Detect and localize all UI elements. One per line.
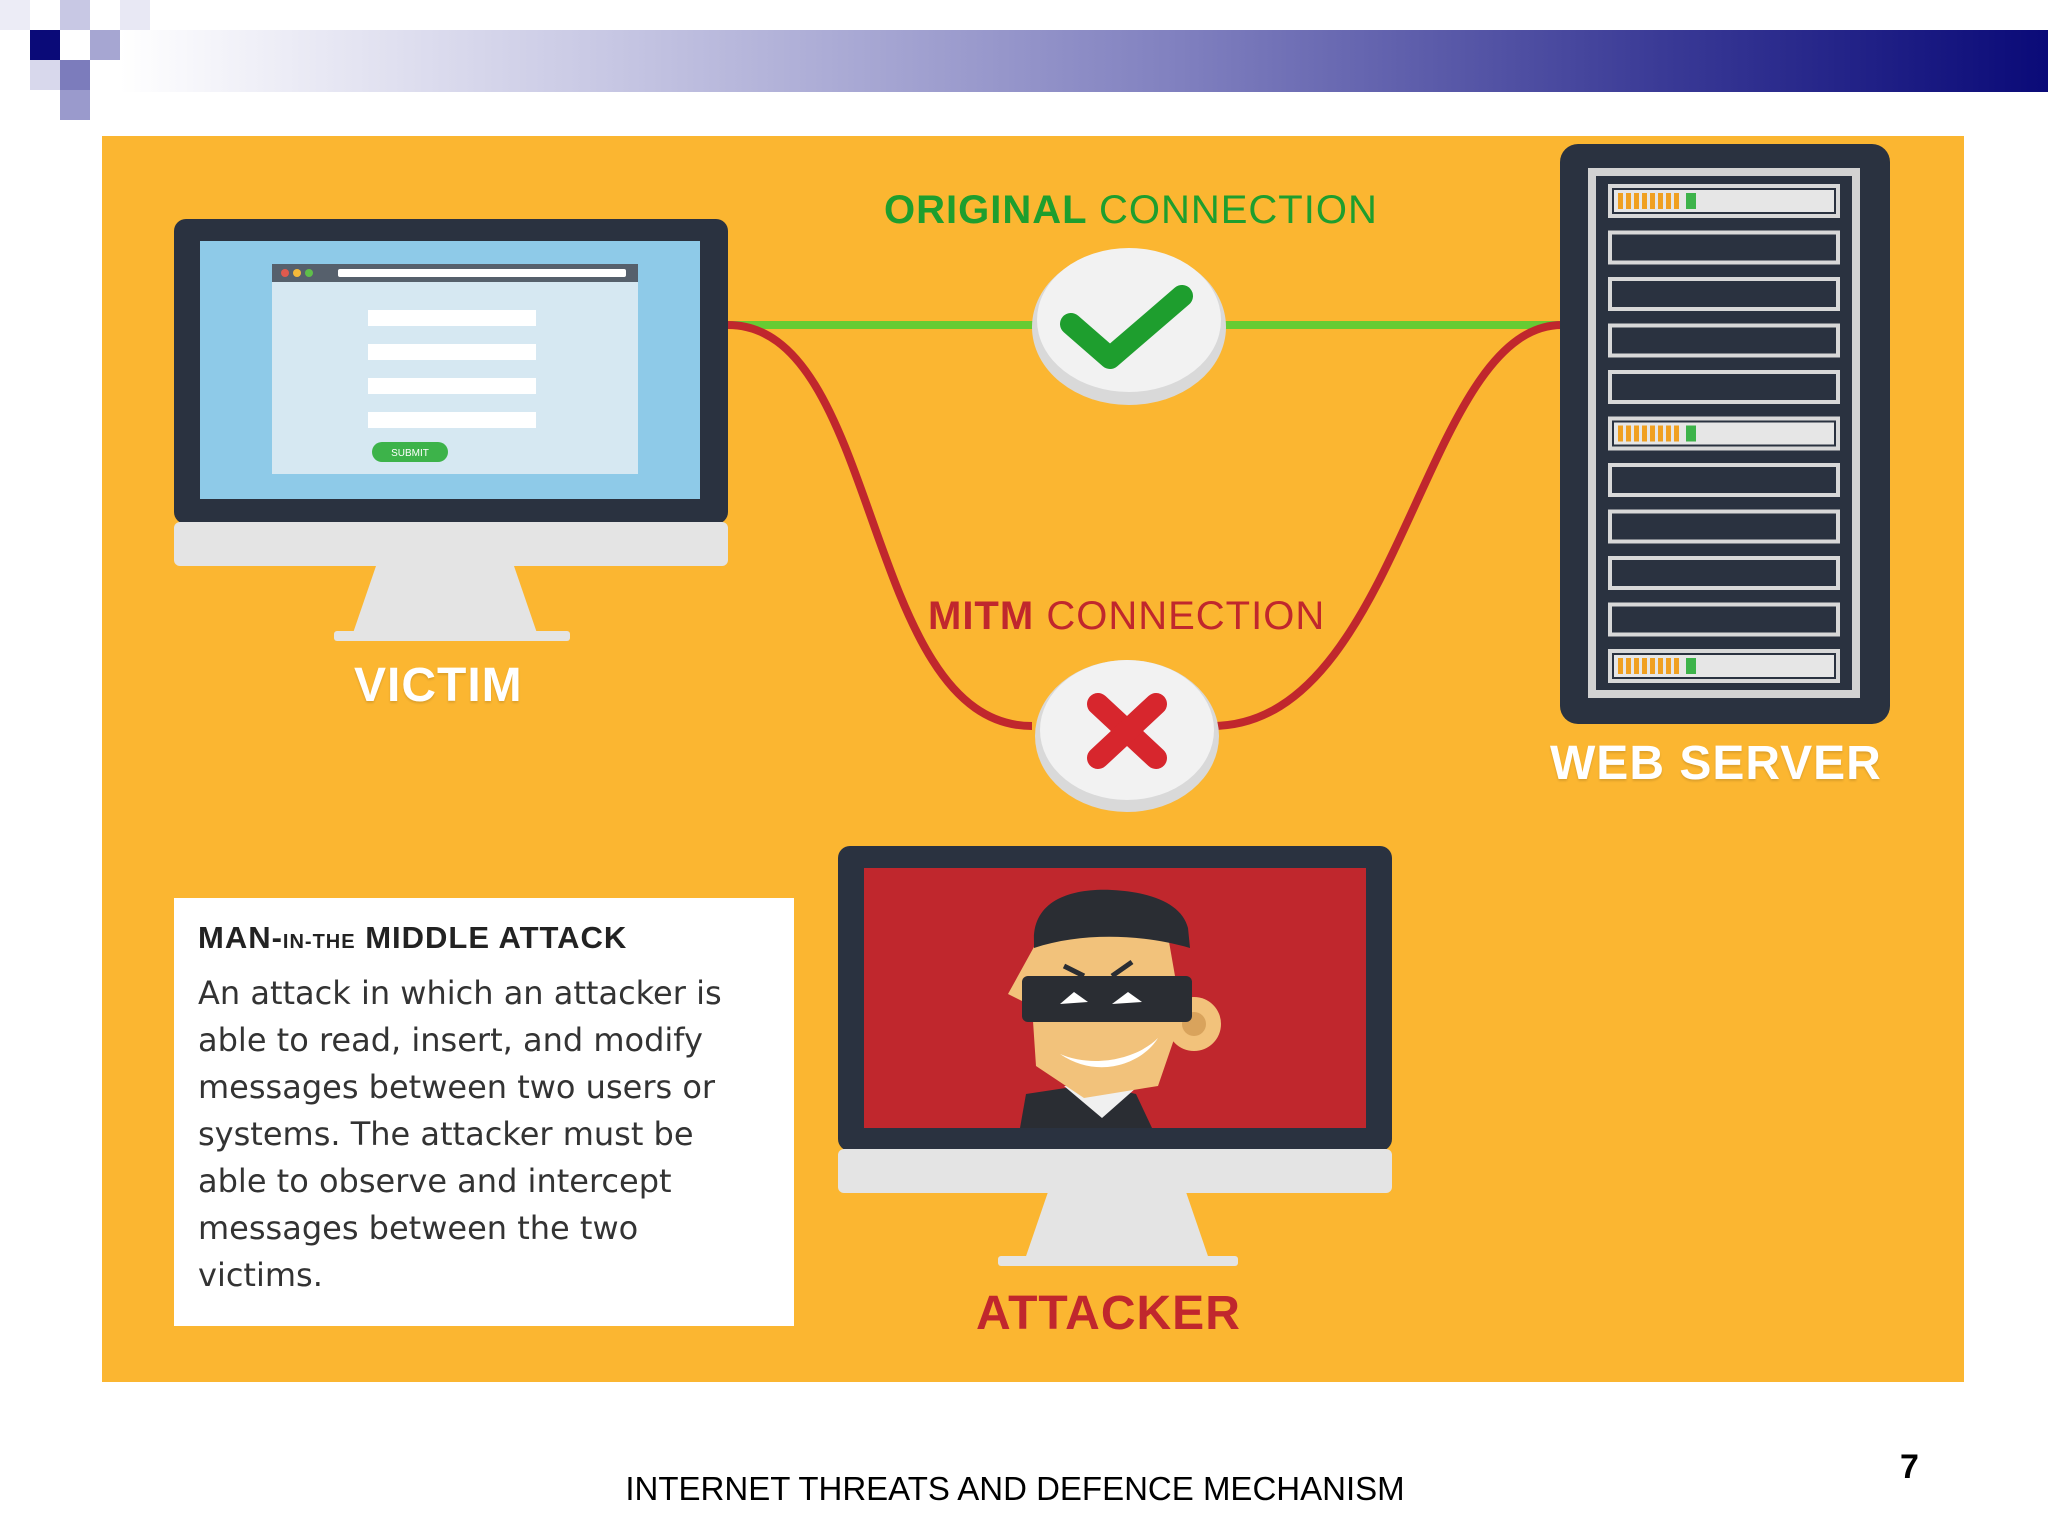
- corner-square: [60, 60, 90, 90]
- server-led: [1618, 425, 1623, 442]
- corner-square: [90, 30, 120, 60]
- server-led: [1658, 658, 1663, 674]
- submit-button-drawing: [372, 442, 448, 462]
- server-led: [1674, 193, 1679, 209]
- server-slot: [1608, 509, 1840, 544]
- web-server-label: WEB SERVER: [1550, 737, 1882, 790]
- server-led: [1642, 658, 1647, 674]
- server-led: [1618, 658, 1623, 674]
- mitm-connection-label: MITM CONNECTION: [928, 594, 1326, 638]
- burglar-icon: [1008, 889, 1221, 1128]
- server-led: [1666, 193, 1671, 209]
- server-led: [1626, 425, 1631, 442]
- server-status-led: [1686, 425, 1696, 442]
- server-led: [1634, 658, 1639, 674]
- attacker-monitor-icon: [838, 846, 1392, 1266]
- server-status-led: [1686, 658, 1696, 674]
- server-led: [1666, 658, 1671, 674]
- server-led: [1674, 658, 1679, 674]
- server-led: [1650, 193, 1655, 209]
- cross-badge: [1035, 660, 1219, 812]
- server-led: [1650, 425, 1655, 442]
- server-led: [1674, 425, 1679, 442]
- server-led: [1626, 658, 1631, 674]
- check-icon: [1060, 285, 1193, 369]
- corner-square: [120, 0, 150, 30]
- corner-square: [30, 30, 60, 60]
- server-led: [1634, 193, 1639, 209]
- server-slot: [1608, 277, 1840, 311]
- server-led: [1626, 193, 1631, 209]
- server-led: [1658, 193, 1663, 209]
- original-connection-label: ORIGINAL CONNECTION: [884, 188, 1378, 232]
- header-gradient-bar: [120, 30, 2048, 92]
- server-led: [1642, 193, 1647, 209]
- footer-title: INTERNET THREATS AND DEFENCE MECHANISM: [625, 1470, 1405, 1507]
- server-slot: [1608, 230, 1840, 265]
- attacker-label: ATTACKER: [976, 1287, 1241, 1340]
- server-slot: [1608, 556, 1840, 590]
- server-status-led: [1686, 193, 1696, 209]
- check-badge: [1032, 248, 1226, 405]
- server-led: [1642, 425, 1647, 442]
- server-led: [1666, 425, 1671, 442]
- server-led: [1634, 425, 1639, 442]
- corner-square: [30, 60, 60, 90]
- victim-monitor-icon: SUBMIT: [174, 219, 728, 641]
- server-slot: [1608, 323, 1840, 358]
- server-slot: [1608, 370, 1840, 404]
- submit-label: SUBMIT: [391, 448, 429, 459]
- mitm-connection-line-right: [1211, 321, 1563, 730]
- definition-box: MAN-IN-THE MIDDLE ATTACK An attack in wh…: [174, 898, 794, 1326]
- cross-icon: [1087, 693, 1167, 769]
- server-slot: [1608, 463, 1840, 497]
- definition-text: An attack in which an attacker is able t…: [198, 974, 722, 1294]
- corner-square: [60, 90, 90, 120]
- mitm-connection-line-left: [727, 321, 1033, 730]
- corner-square: [0, 0, 30, 30]
- definition-title: MAN-IN-THE MIDDLE ATTACK: [198, 920, 628, 955]
- infographic-drawing: SUBMIT: [174, 144, 1890, 1266]
- web-server-icon: [1560, 144, 1890, 724]
- mitm-infographic: SUBMIT: [102, 136, 1964, 1382]
- server-slot: [1608, 602, 1840, 637]
- server-led: [1650, 658, 1655, 674]
- corner-square: [60, 0, 90, 30]
- server-led: [1658, 425, 1663, 442]
- server-slots: [1608, 184, 1840, 683]
- server-led: [1618, 193, 1623, 209]
- victim-label: VICTIM: [354, 659, 523, 712]
- page-number: 7: [1900, 1448, 1919, 1486]
